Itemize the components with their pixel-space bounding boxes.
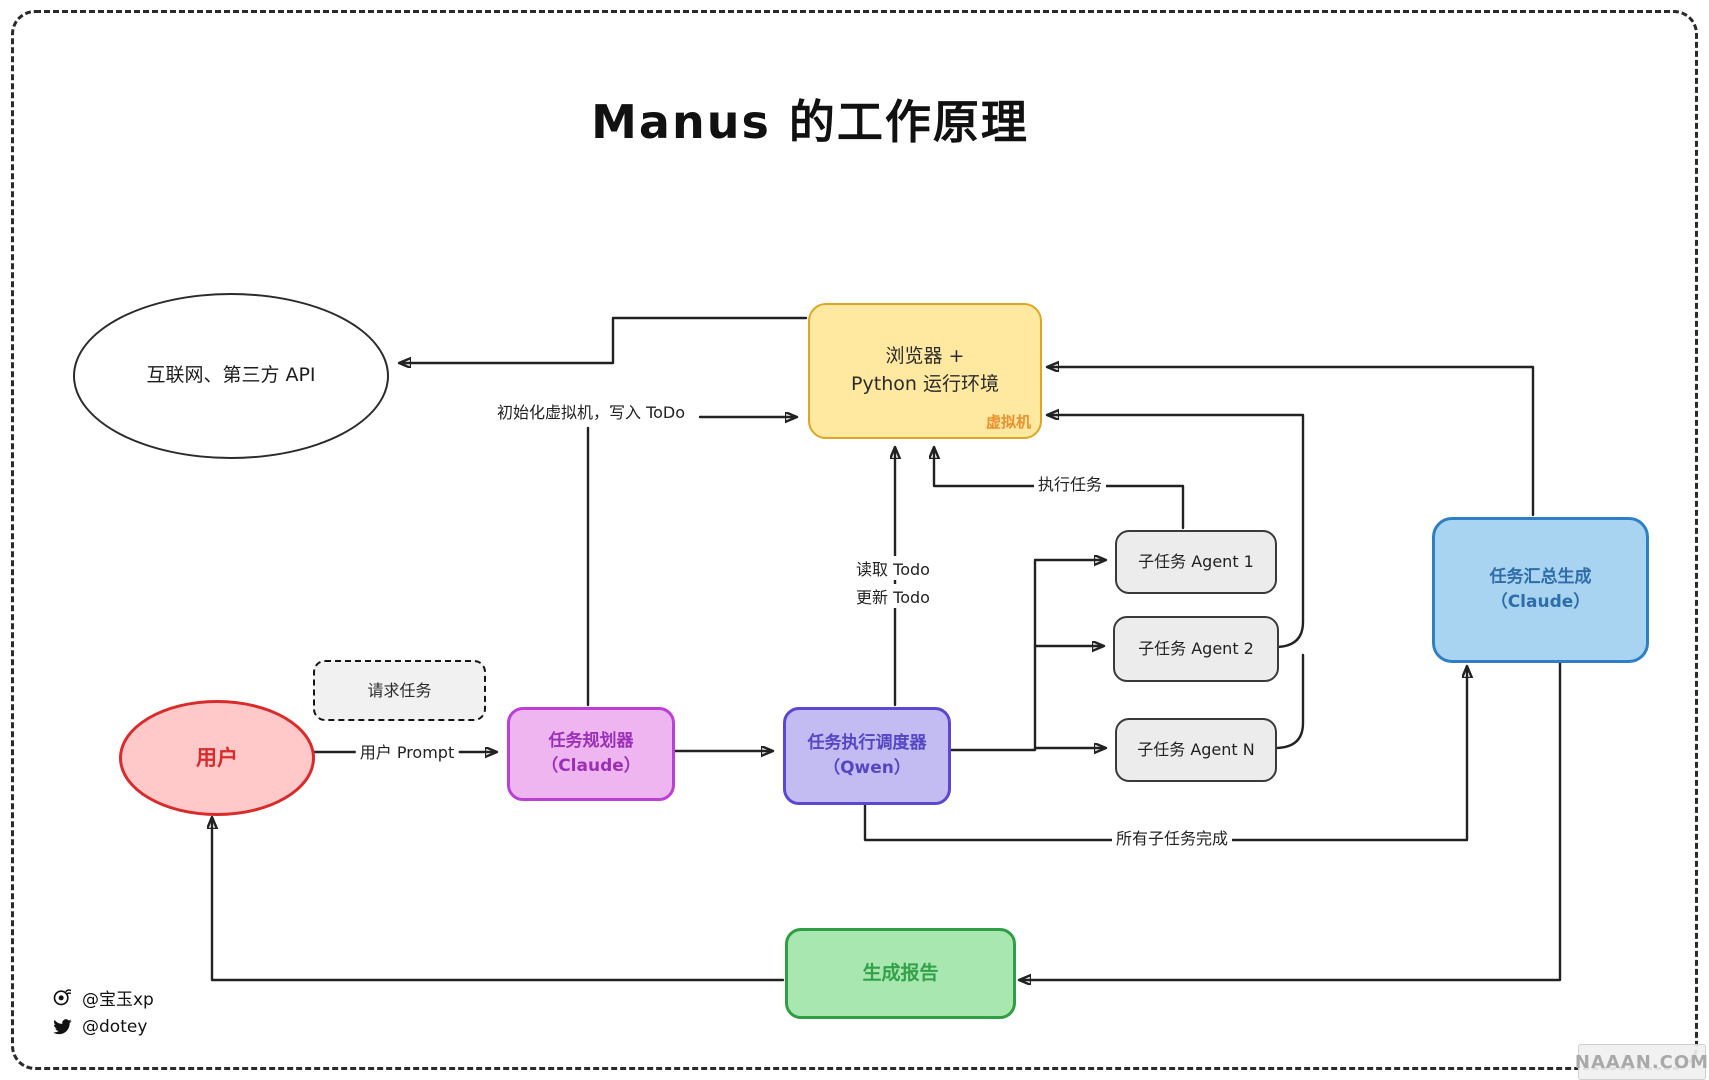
node-task-scheduler-line2: （Qwen） [823, 758, 911, 778]
node-request-task-label: 请求任务 [367, 680, 432, 700]
node-subtask-agent-n: 子任务 Agent N [1115, 718, 1277, 782]
node-vm-line2: Python 运行环境 [851, 373, 999, 395]
edge-agent2-bracket-to-vm [1048, 415, 1305, 649]
node-subtask-agent-n-label: 子任务 Agent N [1137, 740, 1255, 760]
node-task-aggregator-line1: 任务汇总生成 [1489, 567, 1592, 588]
twitter-icon [53, 1019, 72, 1035]
node-vm-corner-label: 虚拟机 [985, 413, 1031, 432]
node-task-aggregator: 任务汇总生成 （Claude） [1432, 517, 1649, 663]
node-subtask-agent-2: 子任务 Agent 2 [1113, 616, 1279, 682]
node-task-aggregator-line2: （Claude） [1490, 592, 1591, 612]
watermark-text: NAAAN.COM [1574, 1051, 1709, 1073]
credit-twitter-handle: @dotey [82, 1017, 148, 1037]
node-subtask-agent-2-label: 子任务 Agent 2 [1138, 639, 1254, 659]
node-task-planner: 任务规划器 （Claude） [507, 707, 675, 801]
node-task-planner-line1: 任务规划器 [548, 731, 634, 752]
credits: @宝玉xp @dotey [52, 982, 154, 1042]
edge-label-update-todo: 更新 Todo [852, 584, 934, 608]
node-user-label: 用户 [196, 745, 238, 770]
edge-vm-to-internet [400, 316, 808, 363]
weibo-icon [53, 989, 72, 1006]
credit-twitter-row: @dotey [52, 1012, 154, 1042]
credit-weibo-row: @宝玉xp [52, 982, 154, 1012]
edge-agentN-bracket-join [1273, 653, 1305, 750]
edge-aggregator-to-report [1020, 657, 1562, 980]
credit-weibo-handle: @宝玉xp [82, 989, 154, 1010]
node-task-scheduler: 任务执行调度器 （Qwen） [783, 707, 951, 805]
edge-label-exec-task: 执行任务 [1033, 471, 1107, 495]
edge-label-user-prompt: 用户 Prompt [355, 739, 459, 763]
diagram-title: Manus 的工作原理 [591, 95, 1029, 149]
node-generate-report: 生成报告 [785, 928, 1016, 1019]
node-user: 用户 [119, 700, 315, 816]
node-vm-line1: 浏览器 + [885, 345, 965, 368]
edge-scheduler-to-agent1 [943, 560, 1105, 752]
node-request-task-note: 请求任务 [313, 660, 486, 721]
edge-label-init-vm: 初始化虚拟机，写入 ToDo [496, 403, 686, 422]
node-internet-api-label: 互联网、第三方 API [146, 364, 316, 387]
node-subtask-agent-1: 子任务 Agent 1 [1115, 530, 1277, 594]
edge-label-read-todo: 读取 Todo [852, 556, 934, 580]
edge-aggregator-to-vm [1048, 367, 1535, 517]
edge-report-to-user [212, 818, 785, 982]
node-task-planner-line2: （Claude） [541, 756, 641, 776]
node-task-scheduler-line1: 任务执行调度器 [807, 733, 927, 754]
watermark-badge: NAAAN.COM [1574, 1044, 1709, 1080]
node-internet-api: 互联网、第三方 API [73, 293, 389, 459]
edge-label-all-done: 所有子任务完成 [1111, 825, 1233, 849]
node-generate-report-label: 生成报告 [862, 961, 939, 984]
node-subtask-agent-1-label: 子任务 Agent 1 [1138, 552, 1254, 572]
node-vm-browser-python: 浏览器 + Python 运行环境 虚拟机 [808, 303, 1042, 439]
